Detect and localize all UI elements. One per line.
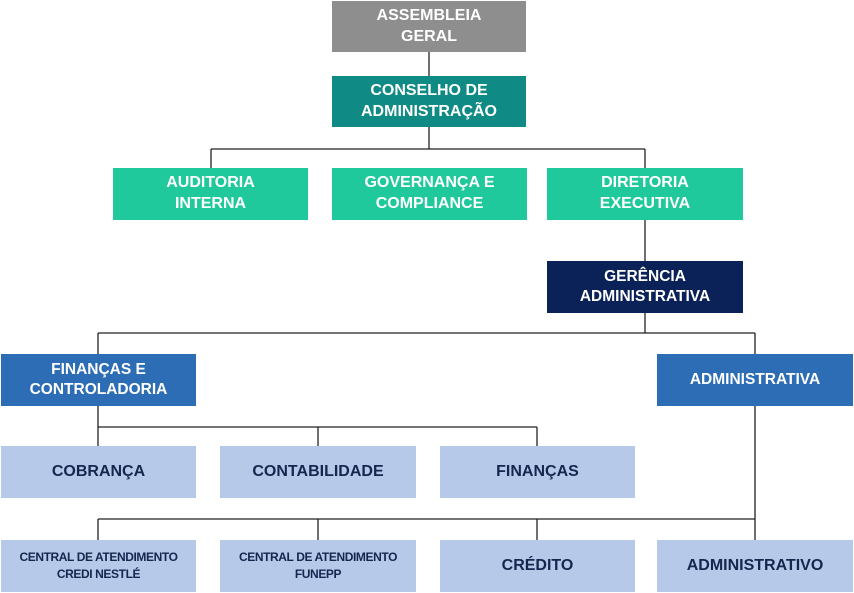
central-atendimento-funepp-box: CENTRAL DE ATENDIMENTO FUNEPP (220, 540, 416, 592)
cobranca-box: COBRANÇA (1, 446, 196, 498)
auditoria-interna-box: AUDITORIA INTERNA (113, 168, 308, 220)
administrativa-box: ADMINISTRATIVA (657, 354, 853, 406)
credito-box: CRÉDITO (440, 540, 635, 592)
central-atendimento-credi-nestle-box: CENTRAL DE ATENDIMENTO CREDI NESTLÉ (1, 540, 196, 592)
conselho-administracao-box: CONSELHO DE ADMINISTRAÇÃO (332, 76, 526, 127)
administrativo-box: ADMINISTRATIVO (657, 540, 853, 592)
financas-controladoria-box: FINANÇAS E CONTROLADORIA (1, 354, 196, 406)
governanca-compliance-box: GOVERNANÇA E COMPLIANCE (332, 168, 527, 220)
assembleia-geral-box: ASSEMBLEIA GERAL (332, 1, 526, 52)
financas-box: FINANÇAS (440, 446, 635, 498)
gerencia-administrativa-box: GERÊNCIA ADMINISTRATIVA (547, 261, 743, 313)
contabilidade-box: CONTABILIDADE (220, 446, 416, 498)
diretoria-executiva-box: DIRETORIA EXECUTIVA (547, 168, 743, 220)
